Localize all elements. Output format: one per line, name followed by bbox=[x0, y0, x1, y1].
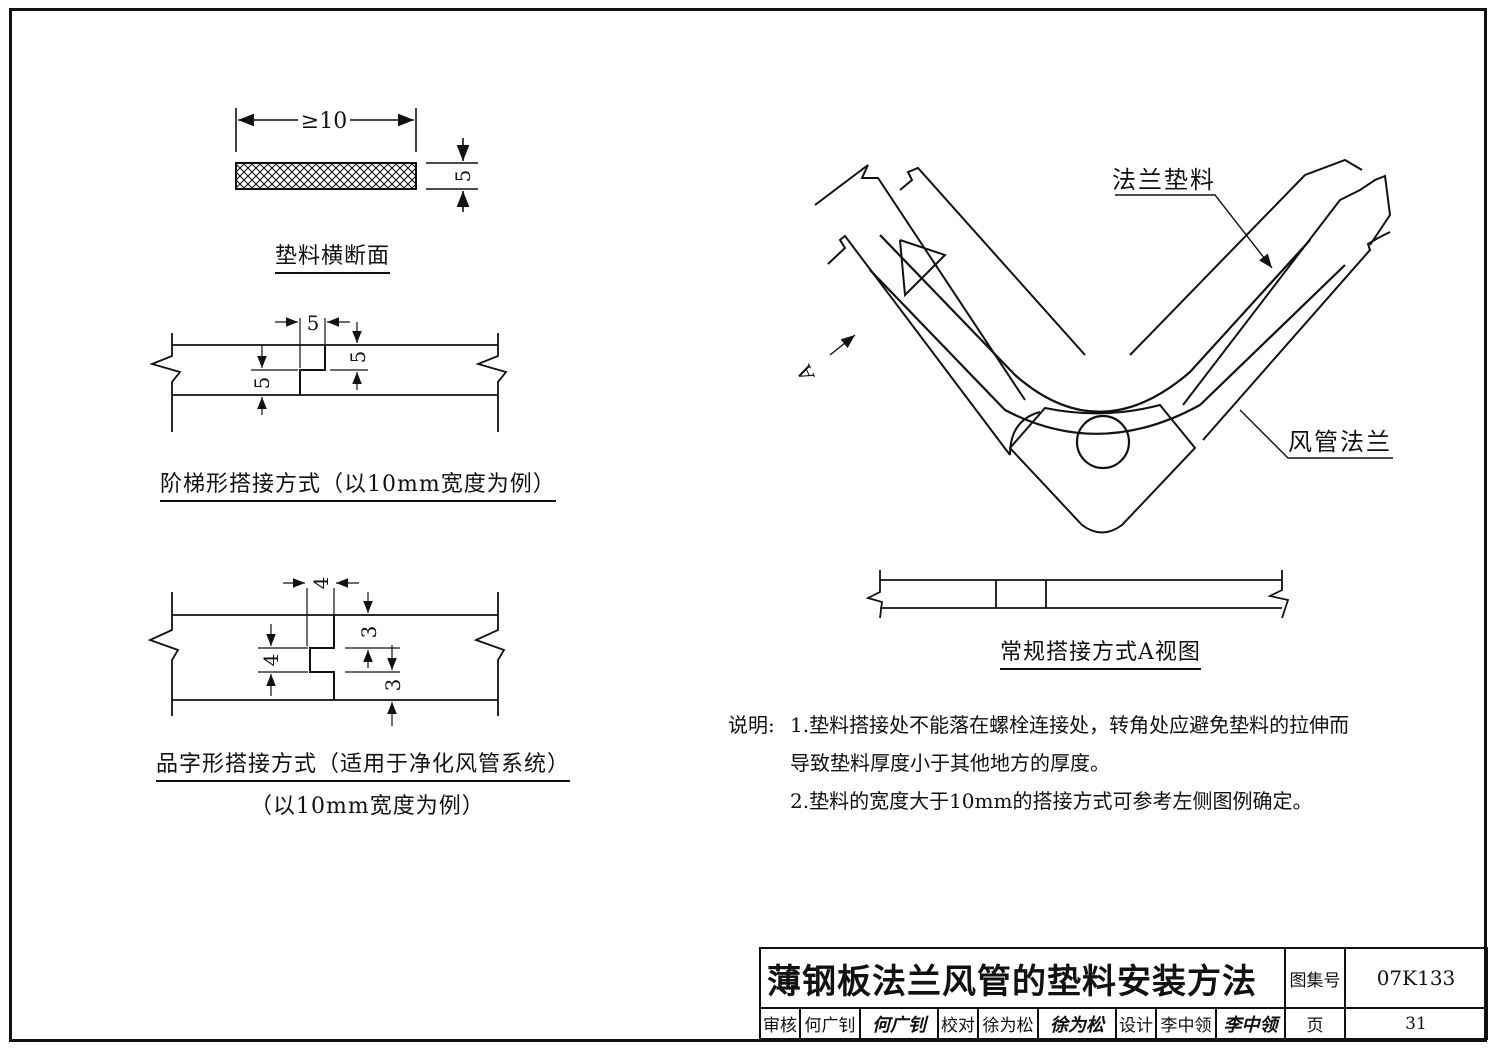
step-right-dim: 5 bbox=[346, 351, 370, 364]
check-signature: 徐为松 bbox=[1037, 1007, 1117, 1040]
gasket-section-caption: 垫料横断面 bbox=[275, 238, 391, 274]
design-label: 设计 bbox=[1115, 1007, 1157, 1040]
step-joint-figure bbox=[149, 317, 508, 432]
review-label: 审核 bbox=[759, 1007, 801, 1040]
design-signature: 李中领 bbox=[1215, 1007, 1286, 1040]
note-row-3: 2.垫料的宽度大于10mm的搭接方式可参考左侧图例确定。 bbox=[728, 782, 1349, 820]
drawing-frame bbox=[9, 8, 1487, 1042]
notes-block: 说明: 1.垫料搭接处不能落在螺栓连接处，转角处应避免垫料的拉伸而 导致垫料厚度… bbox=[728, 706, 1349, 820]
page-number: 31 bbox=[1344, 1007, 1488, 1040]
gasket-section-caption-text: 垫料横断面 bbox=[275, 244, 391, 274]
corner-flange-figure bbox=[814, 158, 1393, 534]
step-joint-caption: 阶梯形搭接方式（以10mm宽度为例） bbox=[160, 466, 556, 502]
note-item-1: 1.垫料搭接处不能落在螺栓连接处，转角处应避免垫料的拉伸而 bbox=[790, 713, 1350, 737]
pin-joint-caption-line2: （以10mm宽度为例） bbox=[250, 794, 485, 819]
review-name: 何广钊 bbox=[799, 1007, 861, 1040]
design-name: 李中领 bbox=[1155, 1007, 1217, 1040]
notes-label: 说明: bbox=[728, 713, 775, 737]
atlas-label: 图集号 bbox=[1284, 947, 1346, 1009]
check-name: 徐为松 bbox=[977, 1007, 1039, 1040]
pin-joint-caption-text: 品字形搭接方式（适用于净化风管系统） bbox=[156, 752, 571, 782]
atlas-number: 07K133 bbox=[1344, 947, 1488, 1009]
bolt-hole bbox=[1075, 414, 1131, 470]
gasket-section-figure bbox=[235, 108, 478, 212]
step-joint-caption-text: 阶梯形搭接方式（以10mm宽度为例） bbox=[160, 472, 556, 502]
gasket-hatched-section bbox=[235, 162, 417, 190]
pin-right-upper-dim: 3 bbox=[357, 626, 381, 639]
pin-joint-figure bbox=[147, 578, 506, 726]
pin-left-dim: 4 bbox=[259, 654, 283, 667]
gasket-width-dim: ≥10 bbox=[301, 109, 347, 134]
a-view-caption: 常规搭接方式A视图 bbox=[1000, 634, 1201, 670]
step-top-dim: 5 bbox=[307, 311, 320, 335]
note-row-1: 说明: 1.垫料搭接处不能落在螺栓连接处，转角处应避免垫料的拉伸而 bbox=[728, 706, 1349, 744]
step-left-dim: 5 bbox=[250, 377, 274, 390]
note-row-2: 导致垫料厚度小于其他地方的厚度。 bbox=[728, 744, 1349, 782]
pin-right-lower-dim: 3 bbox=[381, 679, 405, 692]
review-signature: 何广钊 bbox=[859, 1007, 939, 1040]
pin-joint-caption: 品字形搭接方式（适用于净化风管系统） bbox=[156, 746, 571, 782]
page-label: 页 bbox=[1284, 1007, 1346, 1040]
a-view-figure bbox=[865, 570, 1290, 619]
drawing-title: 薄钢板法兰风管的垫料安装方法 bbox=[759, 947, 1286, 1009]
view-marker-a: A bbox=[791, 361, 820, 386]
flange-label: 风管法兰 bbox=[1288, 428, 1392, 456]
a-view-caption-text: 常规搭接方式A视图 bbox=[1000, 640, 1201, 670]
gasket-label: 法兰垫料 bbox=[1112, 166, 1216, 194]
pin-top-dim: 4 bbox=[309, 577, 333, 590]
note-item-2: 2.垫料的宽度大于10mm的搭接方式可参考左侧图例确定。 bbox=[790, 789, 1313, 813]
gasket-thickness-dim: 5 bbox=[451, 170, 475, 183]
title-block: 薄钢板法兰风管的垫料安装方法 图集号 07K133 审核 何广钊 何广钊 校对 … bbox=[759, 947, 1488, 1040]
note-item-1-cont: 导致垫料厚度小于其他地方的厚度。 bbox=[790, 751, 1110, 775]
check-label: 校对 bbox=[937, 1007, 979, 1040]
